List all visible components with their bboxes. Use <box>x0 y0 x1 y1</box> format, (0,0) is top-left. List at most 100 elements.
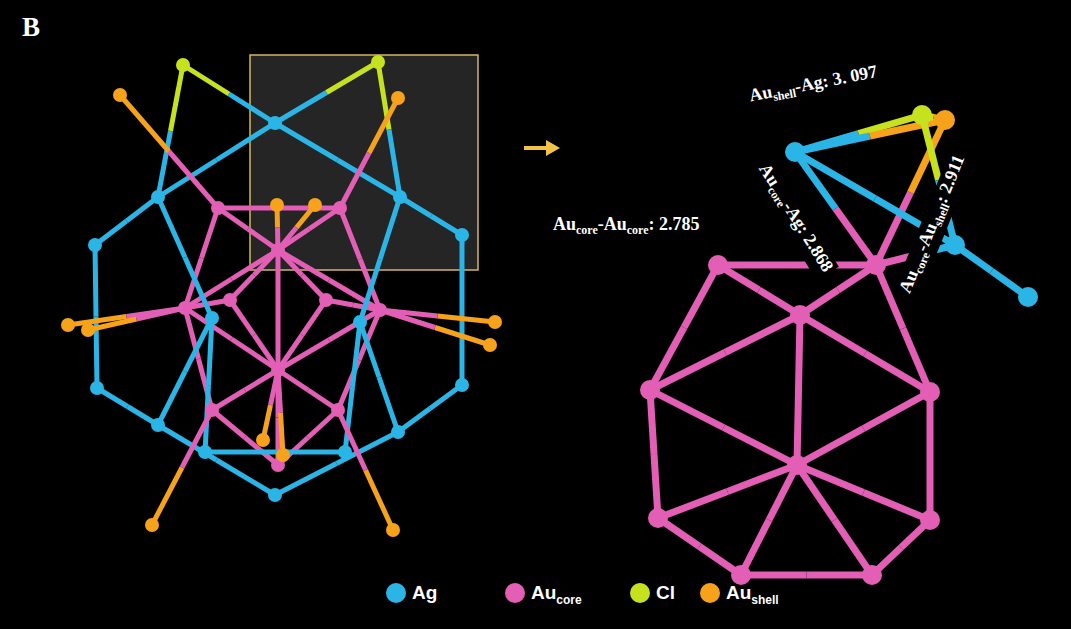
atom <box>211 201 225 215</box>
bond <box>797 429 864 466</box>
bond <box>460 235 465 310</box>
atom <box>205 311 219 325</box>
bond-label-text: -Ag: 3. 097 <box>793 61 879 97</box>
legend-swatch <box>505 583 525 603</box>
atom <box>488 315 502 329</box>
bond <box>799 315 801 390</box>
subscript: shell <box>772 86 798 104</box>
bond <box>379 377 398 432</box>
bond <box>684 265 718 328</box>
bond <box>232 339 279 370</box>
atom <box>178 301 192 315</box>
legend-swatch <box>700 583 720 603</box>
bond <box>232 250 279 279</box>
atom <box>223 293 237 307</box>
legend-text: Au <box>726 582 751 603</box>
bond <box>922 115 939 180</box>
atom <box>176 58 190 72</box>
atom <box>271 243 285 257</box>
bond <box>795 152 875 199</box>
subscript: core <box>627 223 649 237</box>
atom <box>333 201 347 215</box>
bond <box>158 197 185 258</box>
bond <box>218 206 279 211</box>
legend-text: Cl <box>656 582 675 603</box>
bond <box>158 160 217 197</box>
highlight-box <box>250 55 478 270</box>
atom <box>88 238 102 252</box>
atom <box>920 382 940 402</box>
atom <box>308 198 322 212</box>
bond <box>650 353 725 391</box>
bond <box>276 310 281 370</box>
bond-length-label: Aushell-Ag: 3. 097 <box>746 61 882 112</box>
atom <box>151 190 165 204</box>
bond <box>725 315 800 353</box>
legend-label: Cl <box>656 582 675 604</box>
bond <box>202 208 219 258</box>
atom <box>391 425 405 439</box>
bond <box>171 65 184 131</box>
bond <box>718 262 797 269</box>
atom <box>866 255 886 275</box>
subscript: core <box>576 223 598 237</box>
atom <box>268 116 282 130</box>
bond <box>88 319 137 330</box>
bond <box>276 250 281 310</box>
atom <box>338 445 352 459</box>
atom <box>787 455 807 475</box>
bond <box>797 465 864 493</box>
legend-label: Ag <box>412 582 437 604</box>
atom <box>483 338 497 352</box>
bond <box>275 93 327 124</box>
atom <box>640 380 660 400</box>
bond <box>864 493 931 521</box>
atom <box>268 488 282 502</box>
bond <box>369 98 398 153</box>
bond <box>327 62 379 93</box>
bond <box>185 318 212 372</box>
bond-length-label: Aucore-Aucore: 2.785 <box>551 214 702 240</box>
atom <box>276 448 290 462</box>
bond <box>795 136 870 152</box>
bond <box>864 392 931 429</box>
subscript: core <box>556 593 581 607</box>
atom <box>151 418 165 432</box>
atom <box>271 363 285 377</box>
legend-text: Au <box>531 582 556 603</box>
atom <box>455 378 469 392</box>
atom <box>862 565 882 585</box>
bond-label-text: Au <box>755 160 784 190</box>
atom <box>935 110 955 130</box>
bond <box>275 123 338 160</box>
bond <box>152 468 182 526</box>
bond <box>95 245 96 317</box>
legend-swatch <box>386 583 406 603</box>
atom <box>391 91 405 105</box>
atom <box>945 235 965 255</box>
bond <box>658 492 728 519</box>
bond <box>380 197 400 260</box>
atom <box>912 105 932 125</box>
atom <box>198 445 212 459</box>
bond-label-text: : 2.785 <box>649 214 700 234</box>
legend-label: Aucore <box>531 582 582 611</box>
bond <box>438 316 496 322</box>
bond <box>724 428 798 466</box>
bond <box>205 450 275 455</box>
bond <box>183 65 229 94</box>
atom <box>331 403 345 417</box>
panel-letter: B <box>22 12 40 43</box>
bond <box>797 390 799 465</box>
bond <box>229 94 275 123</box>
legend-text: Ag <box>412 582 437 603</box>
atom <box>785 142 805 162</box>
bond <box>338 410 366 470</box>
zoom-arrow <box>524 146 548 150</box>
subscript: shell <box>751 593 778 607</box>
atom <box>648 508 668 528</box>
bond <box>650 390 724 428</box>
atom <box>205 403 219 417</box>
atom <box>708 255 728 275</box>
